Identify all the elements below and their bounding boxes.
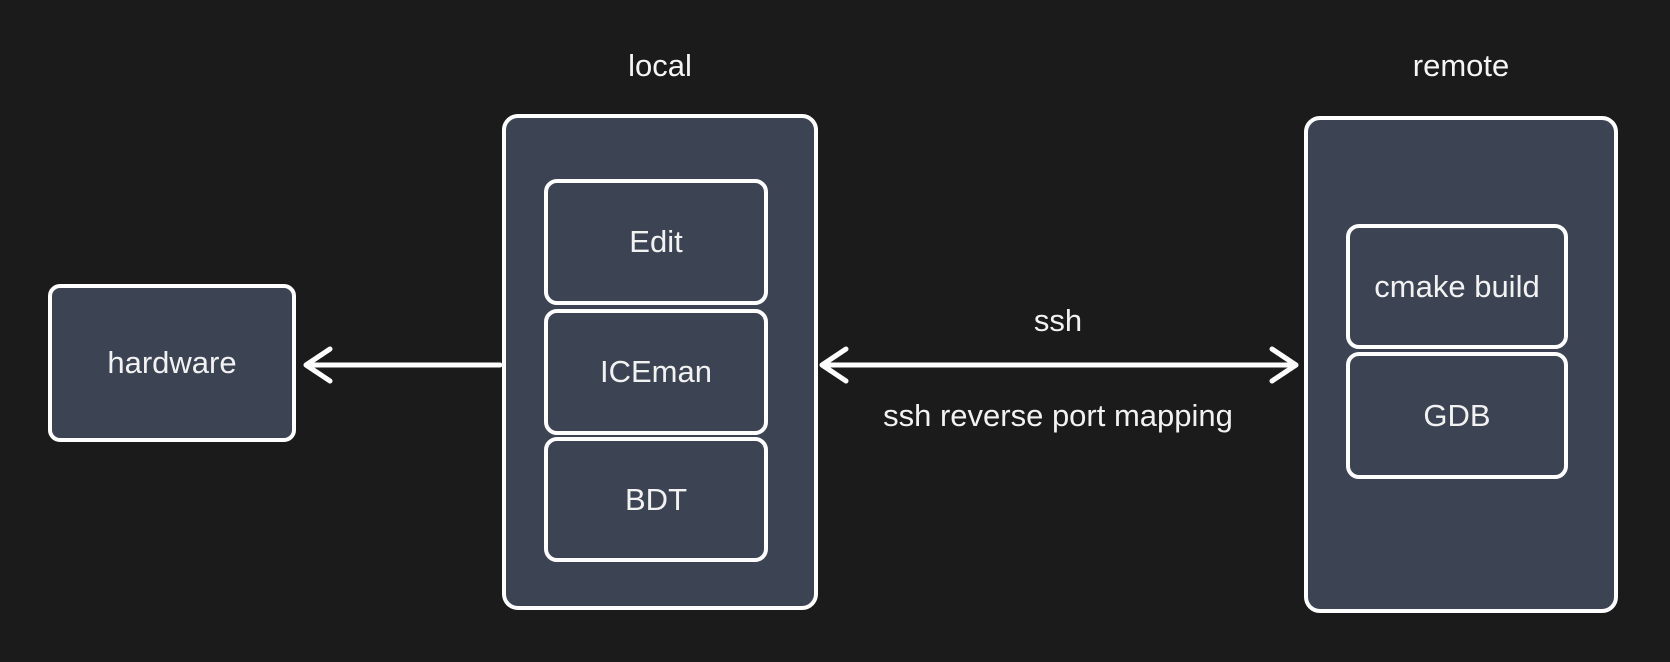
node-iceman: ICEman bbox=[544, 309, 768, 435]
node-edit-label: Edit bbox=[629, 224, 683, 259]
node-cmake-build: cmake build bbox=[1346, 224, 1568, 349]
node-hardware-label: hardware bbox=[107, 345, 237, 380]
node-edit: Edit bbox=[544, 179, 768, 305]
arrow-local-to-hardware bbox=[303, 346, 503, 384]
node-cmake-build-label: cmake build bbox=[1374, 268, 1540, 304]
node-bdt: BDT bbox=[544, 437, 768, 562]
node-bdt-label: BDT bbox=[625, 481, 687, 517]
group-label-local: local bbox=[628, 48, 692, 83]
node-gdb: GDB bbox=[1346, 352, 1568, 479]
edge-label-ssh: ssh bbox=[1033, 303, 1083, 338]
group-label-remote: remote bbox=[1412, 48, 1510, 83]
arrow-local-remote bbox=[819, 346, 1299, 384]
edge-label-ssh-reverse-port-mapping: ssh reverse port mapping bbox=[883, 398, 1233, 433]
node-gdb-label: GDB bbox=[1423, 397, 1491, 433]
node-hardware: hardware bbox=[48, 284, 296, 442]
node-iceman-label: ICEman bbox=[600, 354, 712, 389]
